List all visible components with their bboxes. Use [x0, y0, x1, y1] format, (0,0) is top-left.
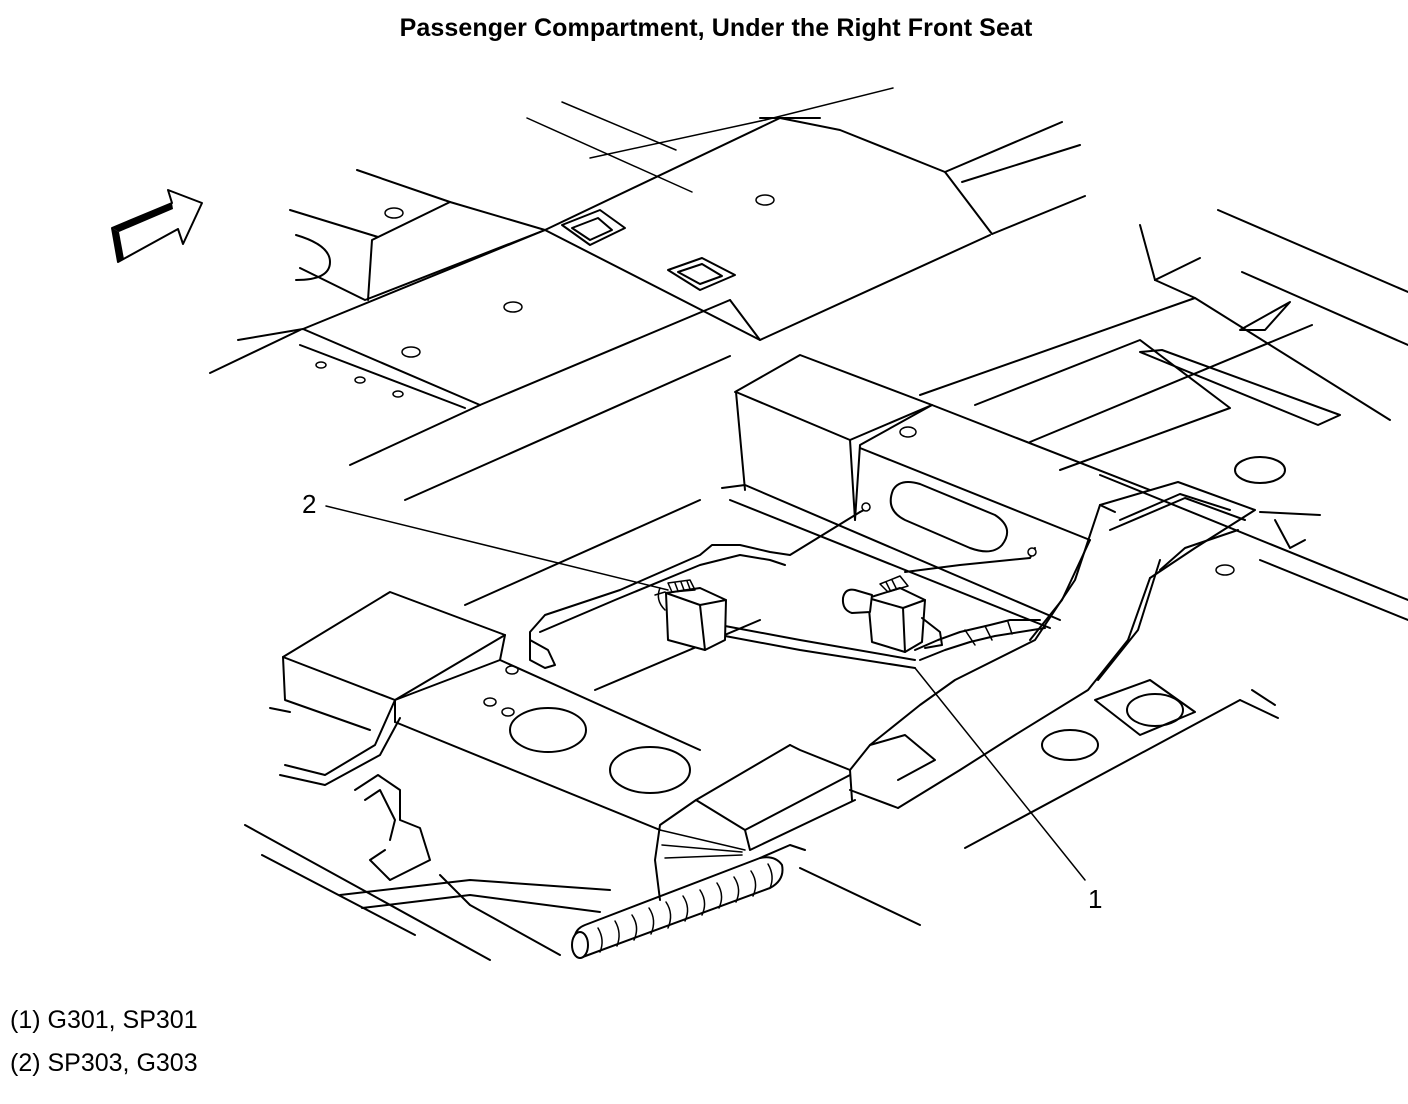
forward-direction-arrow-icon — [111, 189, 203, 263]
left-lower-floor — [244, 499, 761, 961]
center-sill-box — [721, 354, 1151, 629]
right-floor-area — [919, 209, 1408, 849]
upper-floor-panel — [209, 87, 1086, 501]
callout-1-label: 1 — [1088, 884, 1102, 914]
callout-1: 1 — [914, 667, 1102, 914]
callout-2-label: 2 — [302, 489, 316, 519]
convoluted-harness-conduit — [571, 844, 921, 959]
legend-item-2: (2) SP303, G303 — [10, 1049, 198, 1077]
diagram-title: Passenger Compartment, Under the Right F… — [399, 14, 1033, 42]
callout-2: 2 — [302, 489, 669, 591]
ground-connector-g301-sp301 — [841, 575, 943, 653]
legend-item-1: (1) G301, SP301 — [10, 1006, 198, 1034]
ground-connector-sp303-g303 — [654, 579, 727, 651]
wiring-harness — [529, 502, 1046, 669]
frame-rail-channel — [654, 481, 1256, 901]
